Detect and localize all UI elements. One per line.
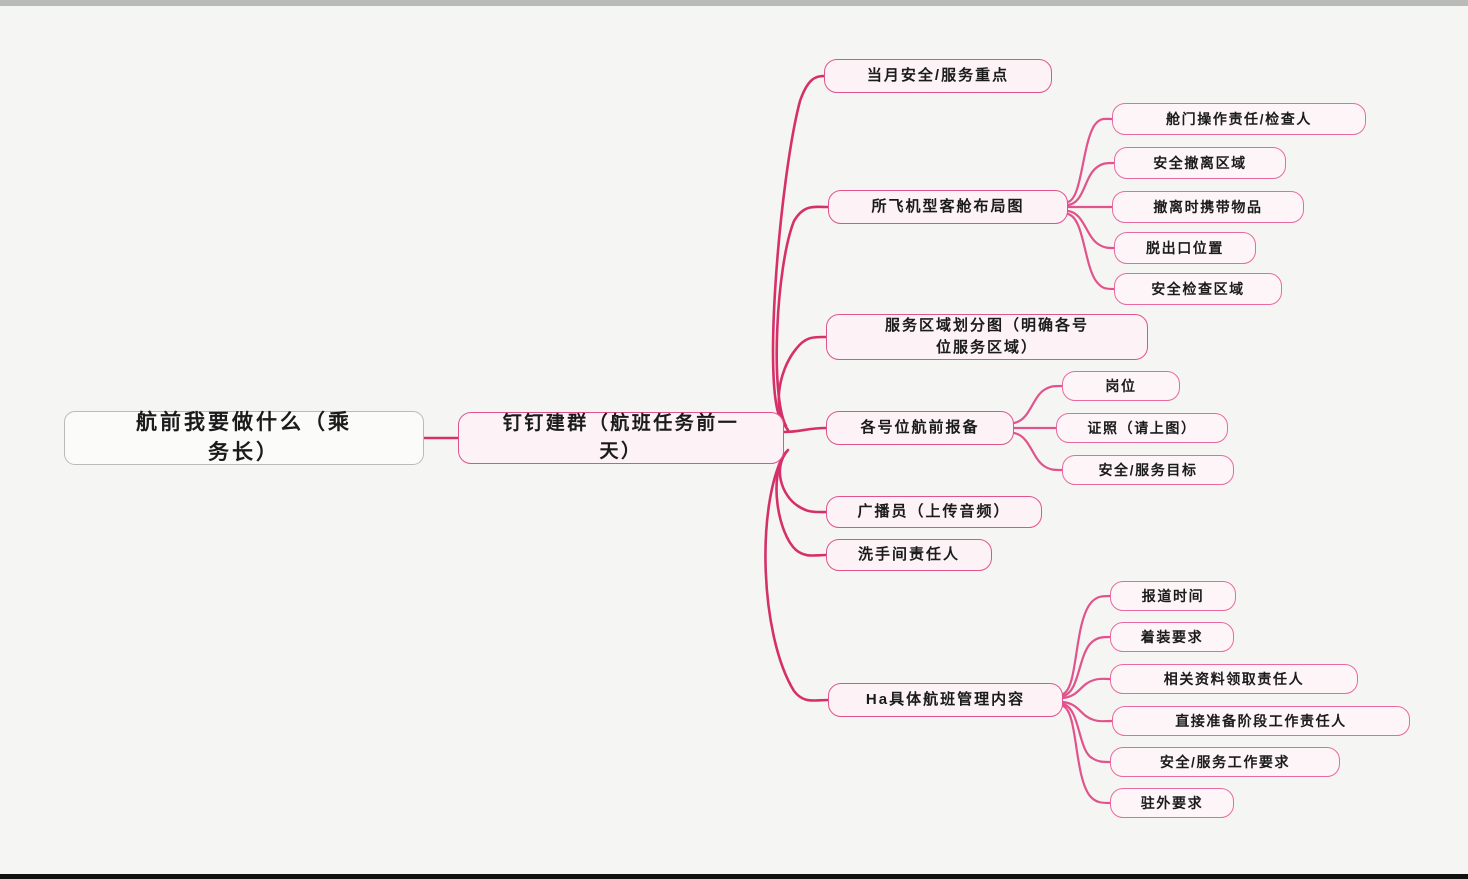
edge-b2-l4 xyxy=(1066,209,1116,250)
branch-node-position-preflight-report[interactable]: 各号位航前报备 xyxy=(826,411,1014,445)
root-node[interactable]: 航前我要做什么（乘 务长） xyxy=(64,411,424,465)
leaf-node-safety-check-area[interactable]: 安全检查区域 xyxy=(1114,273,1282,305)
leaf-node-direct-preparation-responsible[interactable]: 直接准备阶段工作责任人 xyxy=(1112,706,1410,736)
edge-b7-l1 xyxy=(1061,594,1112,696)
branch-node-service-area-map[interactable]: 服务区域划分图（明确各号 位服务区域） xyxy=(826,314,1148,360)
leaf-node-report-time[interactable]: 报道时间 xyxy=(1110,581,1236,611)
leaf-node-dress-code[interactable]: 着装要求 xyxy=(1110,622,1234,652)
leaf-node-evacuation-items[interactable]: 撤离时携带物品 xyxy=(1112,191,1304,223)
edge-b2-l5 xyxy=(1066,212,1116,291)
branch-node-monthly-safety-service-focus[interactable]: 当月安全/服务重点 xyxy=(824,59,1052,93)
edge-b7-l5 xyxy=(1061,702,1112,764)
edge-trunk-b3 xyxy=(777,335,828,432)
edge-b7-l2 xyxy=(1061,635,1112,698)
trunk-node[interactable]: 钉钉建群（航班任务前一 天） xyxy=(458,412,784,464)
edge-trunk-b1 xyxy=(771,74,826,426)
leaf-node-safe-evacuation-area[interactable]: 安全撤离区域 xyxy=(1114,147,1286,179)
edge-b7-l3 xyxy=(1061,677,1112,700)
edge-trunk-b2 xyxy=(775,205,830,428)
leaf-node-exit-location[interactable]: 脱出口位置 xyxy=(1114,232,1256,264)
branch-node-lavatory-responsible[interactable]: 洗手间责任人 xyxy=(826,539,992,571)
edge-b4-l1 xyxy=(1012,384,1064,425)
leaf-node-door-operation-responsible[interactable]: 舱门操作责任/检查人 xyxy=(1112,103,1366,135)
edge-trunk-b6 xyxy=(775,450,828,557)
leaf-node-safety-service-work-requirements[interactable]: 安全/服务工作要求 xyxy=(1110,747,1340,777)
branch-node-cabin-layout[interactable]: 所飞机型客舱布局图 xyxy=(828,190,1068,224)
leaf-node-material-collection-responsible[interactable]: 相关资料领取责任人 xyxy=(1110,664,1358,694)
leaf-node-certificate-upload[interactable]: 证照（请上图） xyxy=(1056,413,1228,443)
edge-b7-l6 xyxy=(1061,704,1112,805)
leaf-node-overseas-stay-requirements[interactable]: 驻外要求 xyxy=(1110,788,1234,818)
edge-trunk-b7 xyxy=(764,452,830,702)
edge-trunk-b5 xyxy=(778,448,828,514)
branch-node-announcer[interactable]: 广播员（上传音频） xyxy=(826,496,1042,528)
edge-trunk-b4 xyxy=(782,426,828,434)
edge-b2-l1 xyxy=(1066,117,1114,204)
edge-b4-l3 xyxy=(1012,431,1064,472)
edge-b7-l4 xyxy=(1061,700,1114,723)
edge-b2-l2 xyxy=(1066,161,1116,207)
leaf-node-safety-service-goal[interactable]: 安全/服务目标 xyxy=(1062,455,1234,485)
branch-node-flight-management-content[interactable]: Ha具体航班管理内容 xyxy=(828,683,1063,717)
leaf-node-position[interactable]: 岗位 xyxy=(1062,371,1180,401)
